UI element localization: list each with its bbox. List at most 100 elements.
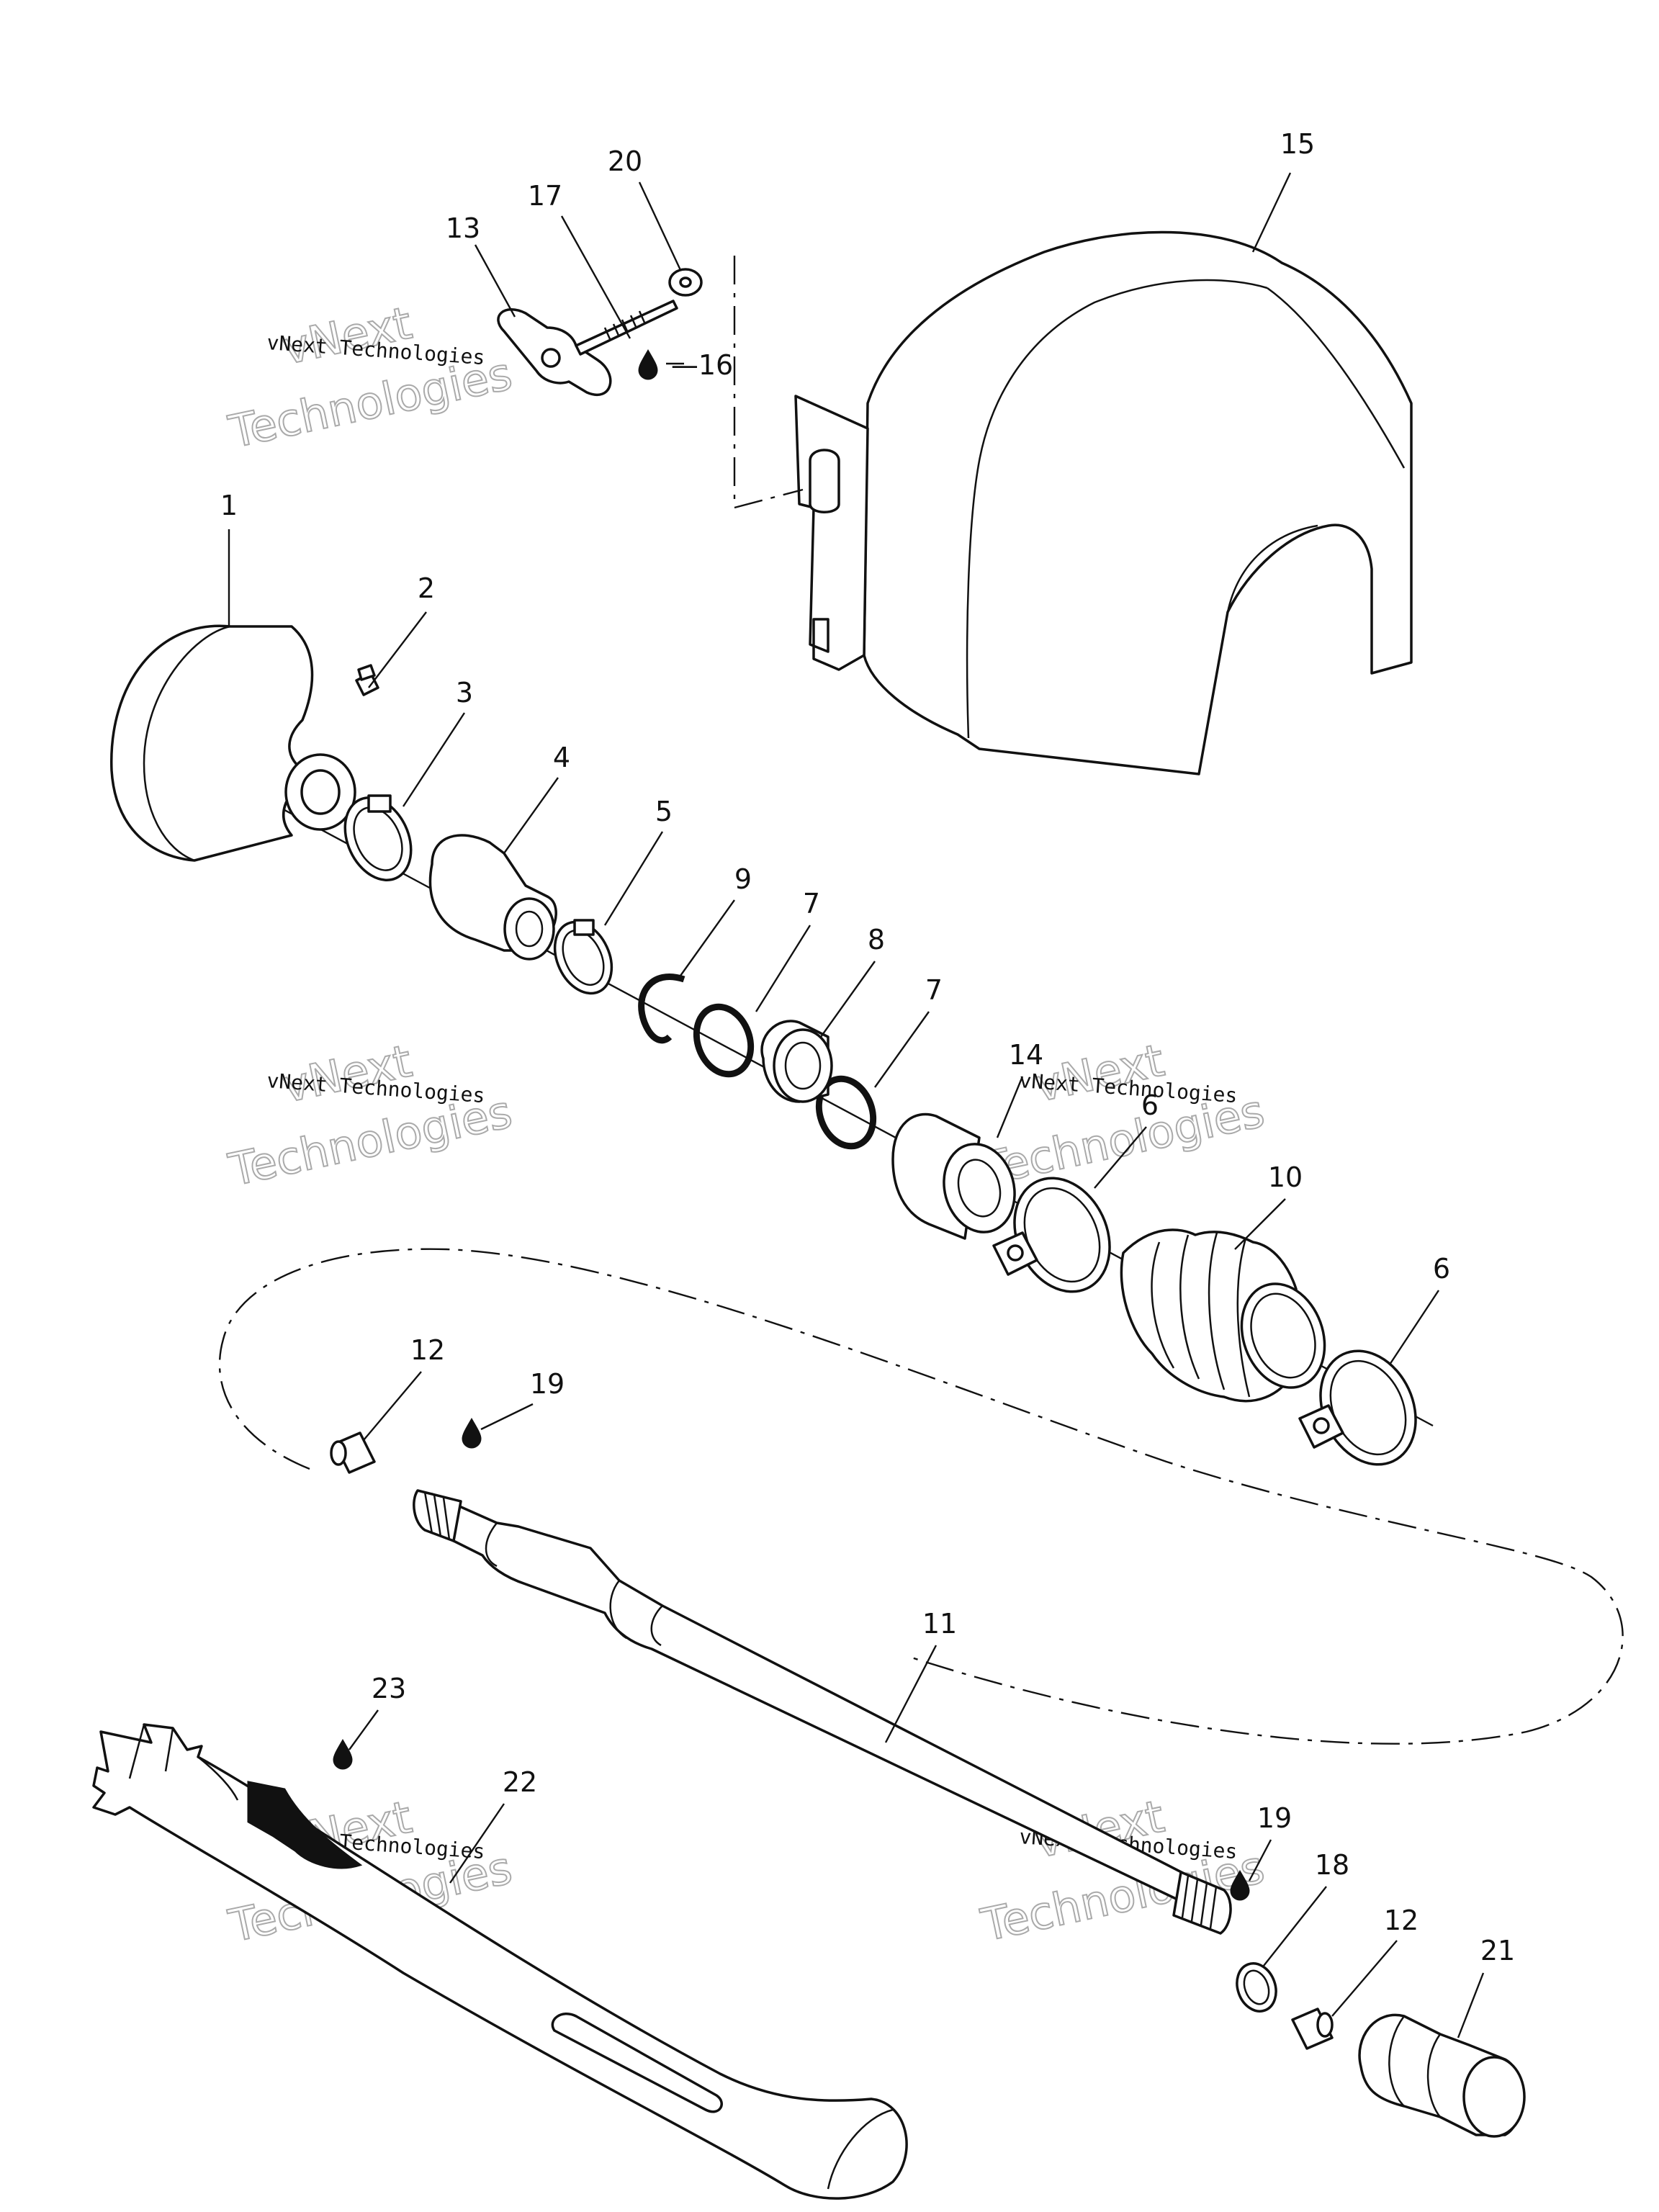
part-5-clamp: [553, 919, 613, 995]
callout-16: —16: [671, 349, 733, 381]
callout-8: 8: [868, 924, 885, 956]
bracket-alignment-line: [733, 256, 804, 509]
part-6-hose-clamp-a: [992, 1177, 1111, 1293]
leader-18: [1263, 1886, 1327, 1966]
leader-11: [884, 1645, 938, 1743]
callout-7a: 7: [803, 888, 820, 920]
fitting-top: [357, 664, 376, 681]
callout-6b: 6: [1433, 1253, 1450, 1285]
tube-grease-patch: [247, 1781, 363, 1869]
housing-rim: [143, 625, 231, 862]
oil-drop-icon: [333, 1739, 353, 1770]
callout-1: 1: [220, 490, 238, 521]
part-7-oring-b: [815, 1075, 877, 1150]
sleeve-bore: [957, 1159, 1002, 1218]
callout-19a: 19: [530, 1368, 565, 1400]
part-8-bushing: [760, 1020, 833, 1103]
part-4-coupling: [428, 834, 557, 961]
oil-drop-icon: [638, 349, 658, 380]
part-17-stud: [575, 300, 678, 356]
ring-inner: [1243, 1969, 1270, 2005]
leader-21: [1457, 1972, 1485, 2038]
clamp-ear: [367, 794, 392, 813]
wing-nut-hole: [541, 348, 561, 368]
leader-2: [368, 611, 427, 688]
leader-6a: [1094, 1126, 1147, 1189]
callout-7b: 7: [925, 974, 943, 1006]
leader-19a: [480, 1403, 534, 1431]
leader-7b: [874, 1011, 930, 1088]
part-1-housing: [110, 624, 314, 862]
bracket-slot: [809, 449, 840, 513]
clamp-ear: [573, 919, 595, 936]
hose-clamp-screw-head: [1313, 1417, 1330, 1434]
washer-hole: [679, 276, 692, 288]
part-14-sleeve: [891, 1112, 1016, 1240]
watermark-top-left: vNext Technologies vNext Technologies: [223, 296, 517, 459]
callout-15: 15: [1280, 128, 1315, 160]
plug-head: [1316, 2012, 1334, 2038]
watermark-mid-left: vNext Technologies vNext Technologies: [223, 1034, 517, 1197]
leader-10: [1234, 1198, 1286, 1250]
callout-2: 2: [418, 572, 435, 604]
part-13-wing-nut: [497, 308, 612, 396]
bellows-mouth-inner: [1250, 1292, 1316, 1379]
leader-17: [560, 215, 631, 339]
leader-20: [638, 181, 682, 271]
leader-8: [820, 961, 876, 1038]
part-12-plug-b: [1291, 2008, 1334, 2050]
plug-head: [330, 1440, 347, 1466]
callout-19b: 19: [1257, 1802, 1292, 1834]
leader-lines: [228, 172, 1485, 2038]
coupling-end: [503, 897, 555, 961]
callout-18: 18: [1315, 1849, 1349, 1881]
cover-bracket: [794, 395, 869, 671]
callout-5: 5: [655, 796, 673, 827]
callout-13: 13: [446, 212, 480, 244]
plug-body: [333, 1431, 376, 1474]
stud-thread: [603, 310, 647, 341]
callout-21: 21: [1480, 1935, 1515, 1966]
adapter-inner: [300, 769, 341, 815]
callout-11: 11: [922, 1608, 957, 1640]
spline-teeth-rear: [1181, 1875, 1218, 1929]
leader-19b: [1248, 1839, 1272, 1881]
tube-body: [92, 1723, 908, 2200]
clamp-ring-inner: [562, 929, 605, 986]
assembly-loop-outline: [218, 1248, 1624, 1745]
part-7-oring-a: [693, 1003, 755, 1078]
bellows-fold: [1151, 1232, 1251, 1398]
leader-22: [449, 1803, 505, 1884]
callout-9: 9: [734, 863, 752, 895]
clamp-ring-inner: [353, 806, 403, 871]
part-22-tube: [92, 1723, 908, 2200]
shaft-shoulder-b: [609, 1580, 627, 1640]
leader-12a: [363, 1371, 422, 1441]
clamp-ring: [343, 796, 413, 881]
clamp-ring: [553, 920, 613, 995]
leader-12b: [1331, 1940, 1398, 2017]
leader-14: [996, 1076, 1024, 1138]
cover-edge-line: [966, 279, 1268, 739]
callout-3: 3: [456, 677, 473, 709]
ring-outer: [1236, 1962, 1277, 2013]
spline-teeth-front: [423, 1491, 451, 1540]
part-10-bellows: [1120, 1228, 1326, 1403]
cover-body: [863, 230, 1413, 775]
cover-ridge: [1267, 287, 1406, 469]
part-6-hose-clamp-b: [1298, 1349, 1417, 1466]
cover-arch-inner: [1226, 524, 1318, 613]
bushing-bore: [784, 1041, 822, 1090]
fitting-collar: [1388, 2015, 1406, 2107]
callout-10: 10: [1268, 1161, 1303, 1193]
leader-7a: [755, 925, 811, 1012]
leader-6b: [1388, 1290, 1440, 1365]
part-21-end-fitting: [1358, 2013, 1526, 2138]
leader-5: [603, 831, 664, 926]
sleeve-face: [943, 1143, 1016, 1233]
oil-drop-icon: [1230, 1870, 1250, 1901]
callout-6a: 6: [1141, 1089, 1159, 1121]
tube-edge: [128, 1724, 239, 1801]
callout-20: 20: [608, 145, 642, 177]
